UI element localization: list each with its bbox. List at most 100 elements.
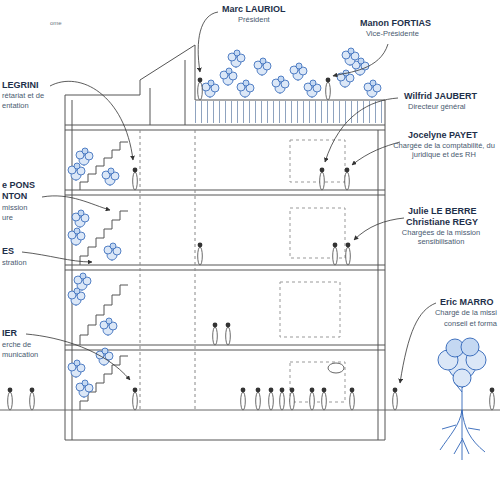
plants-part <box>102 168 119 186</box>
plants-part <box>342 48 359 66</box>
plants-part <box>76 380 93 398</box>
plants-part <box>237 80 254 98</box>
leader-arrows-part <box>198 12 218 72</box>
leader-arrows-part <box>50 81 133 160</box>
people-part <box>198 243 203 265</box>
plants <box>68 48 381 398</box>
people-part <box>8 388 13 410</box>
role-label: ure <box>2 214 13 223</box>
leader-arrows-part <box>333 44 388 76</box>
people-part <box>350 388 355 410</box>
plants-part <box>254 58 271 76</box>
building-structure-part <box>328 363 344 373</box>
role-label: Directeur général <box>408 103 466 112</box>
leader-arrows-part <box>352 142 400 165</box>
building-structure-part <box>65 125 385 440</box>
person-name: Julie LE BERRE <box>408 206 477 216</box>
person-name: Marc LAURIOL <box>222 4 286 14</box>
building-structure-part <box>140 130 195 410</box>
people-part <box>241 388 246 410</box>
plants-part <box>96 348 113 366</box>
tree-part <box>453 369 471 387</box>
plants-part <box>228 50 245 68</box>
people-part <box>326 78 331 100</box>
people-part <box>290 388 295 410</box>
role-label: stration <box>2 259 27 268</box>
people-part <box>333 243 338 265</box>
plants-part <box>100 318 117 336</box>
person-name: Christiane REGY <box>406 217 478 227</box>
plants-part <box>202 80 219 98</box>
people-part <box>393 388 398 410</box>
plants-part <box>304 80 321 98</box>
role-label: munication <box>2 351 38 360</box>
role-label: Chargée de la comptabilité, du juridique… <box>392 142 496 159</box>
tree-part <box>440 410 485 460</box>
caption-fragment: ome <box>50 20 62 27</box>
plants-part <box>104 243 121 261</box>
role-label: conseil et forma <box>444 320 497 329</box>
person-name: NTON <box>2 191 27 201</box>
leader-arrows <box>22 12 436 383</box>
building-structure-part <box>280 140 345 402</box>
plants-part <box>68 228 85 246</box>
plants-part <box>72 210 89 228</box>
building-structure <box>0 45 500 440</box>
building-structure-part <box>195 101 385 123</box>
leader-arrows-part <box>26 334 130 380</box>
person-name: Jocelyne PAYET <box>408 130 478 140</box>
leader-arrows-part <box>354 218 404 240</box>
leader-arrows-part <box>400 303 436 383</box>
people-part <box>198 78 203 100</box>
tree <box>438 338 486 460</box>
person-name: Wilfrid JAUBERT <box>404 91 477 101</box>
people-part <box>269 388 274 410</box>
people-part <box>30 388 35 410</box>
plants-part <box>272 76 289 94</box>
plants-part <box>337 70 354 88</box>
building-structure-part <box>65 95 72 440</box>
role-label: rétariat et de <box>2 92 44 101</box>
people-part <box>133 388 138 410</box>
plants-part <box>68 288 85 306</box>
people-part <box>310 388 315 410</box>
role-label: entation <box>2 102 29 111</box>
leader-arrows-part <box>42 196 110 210</box>
leader-arrows-part <box>325 98 398 162</box>
role-label: erche de <box>2 341 31 350</box>
people-part <box>322 388 327 410</box>
plants-part <box>76 148 93 166</box>
person-name: LEGRINI <box>2 80 39 90</box>
person-name: Manon FORTIAS <box>360 18 431 28</box>
person-name: e PONS <box>2 180 35 190</box>
person-name: Eric MARRO <box>440 297 494 307</box>
people <box>8 78 495 410</box>
plants-part <box>68 163 85 181</box>
plants-part <box>220 68 237 86</box>
person-name: ES <box>2 246 14 256</box>
people-part <box>133 168 138 190</box>
plants-part <box>74 273 91 291</box>
people-part <box>256 388 261 410</box>
people-part <box>345 168 350 190</box>
building-structure-part <box>0 410 500 411</box>
plants-part <box>290 63 307 81</box>
role-label: Chargées de la mission sensibilisation <box>396 229 486 246</box>
people-part <box>280 388 285 410</box>
people-part <box>213 323 218 345</box>
people-part <box>346 243 351 265</box>
leader-arrows-part <box>22 252 92 262</box>
role-label: Chargé de la missi <box>435 309 497 318</box>
people-part <box>490 388 495 410</box>
building-structure-part <box>195 100 385 101</box>
tree-part <box>461 338 479 356</box>
role-label: Vice-Présidente <box>366 30 419 39</box>
people-part <box>320 168 325 190</box>
person-name: IER <box>2 328 17 338</box>
plants-part <box>364 80 381 98</box>
role-label: mission <box>2 204 27 213</box>
role-label: Président <box>238 16 270 25</box>
people-part <box>226 323 231 345</box>
